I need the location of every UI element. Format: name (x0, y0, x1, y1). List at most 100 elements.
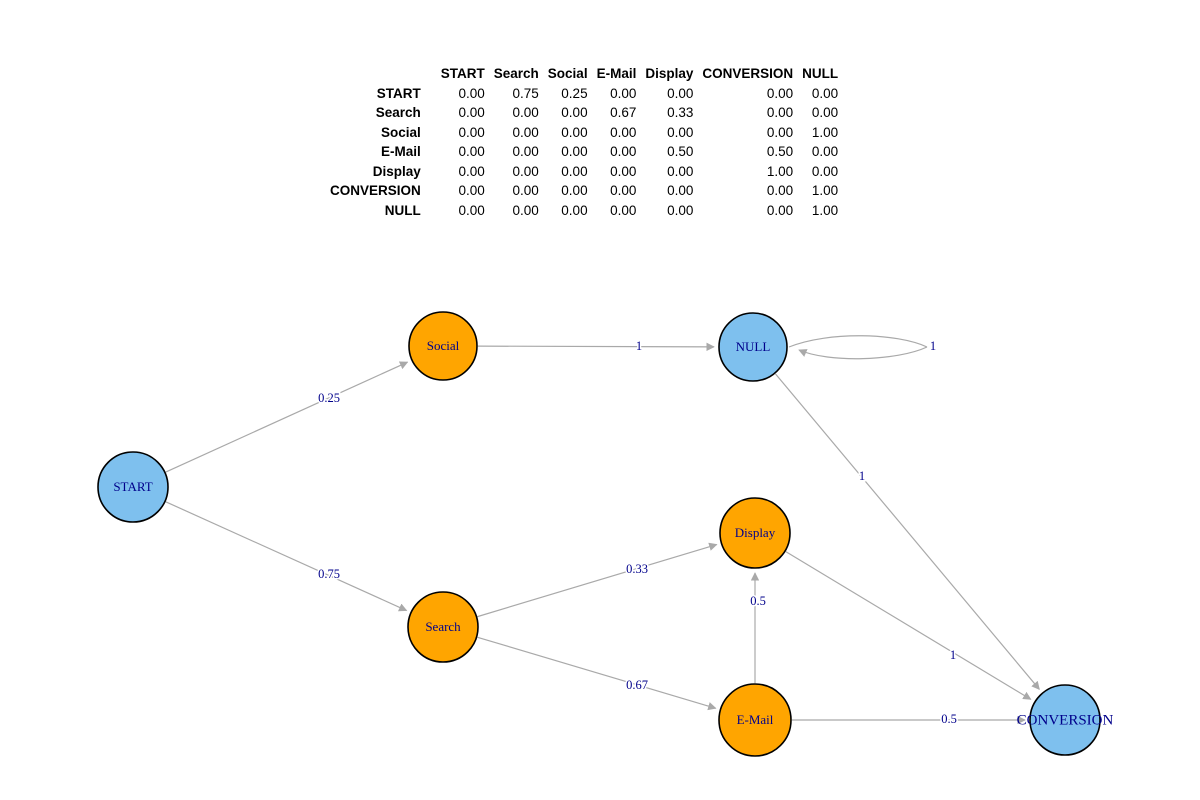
matrix-cell: 0.00 (512, 163, 539, 179)
matrix-row-header-start: START (376, 85, 421, 101)
matrix-row-header-social: Social (380, 124, 421, 140)
matrix-cell: 0.25 (561, 85, 588, 101)
transition-matrix-table: START Search Social E-Mail Display CONVE… (330, 64, 838, 220)
matrix-row-header-display: Display (372, 163, 421, 179)
matrix-row-header-email: E-Mail (381, 144, 421, 159)
graph-edge-weight-label: 0.33 (626, 562, 648, 576)
graph-edge-weight-label: 0.67 (626, 678, 648, 692)
matrix-cell: 0.00 (766, 202, 794, 218)
graph-node-search[interactable]: Search (407, 591, 479, 663)
matrix-cell: 0.00 (766, 105, 794, 120)
graph-edge (477, 542, 718, 618)
graph-node-conversion[interactable]: CONVERSION (1017, 684, 1114, 756)
matrix-cell: 0.00 (561, 124, 588, 140)
graph-edge-weight-label: 1 (930, 339, 936, 353)
matrix-cell: 0.00 (667, 202, 694, 218)
matrix-cell: 0.00 (811, 105, 839, 120)
matrix-col-header-conversion: CONVERSION (702, 66, 794, 81)
matrix-cell: 0.00 (458, 144, 485, 159)
matrix-cell: 0.00 (811, 163, 839, 179)
graph-edge-weight-label: 0.25 (318, 391, 340, 405)
matrix-body: START 0.00 0.75 0.25 0.00 0.00 0.00 0.00… (330, 84, 838, 221)
graph-edge (477, 342, 715, 352)
matrix-cell: 0.00 (458, 163, 485, 179)
matrix-col-header-null: NULL (802, 66, 839, 81)
node-label: Search (425, 619, 461, 634)
matrix-cell: 0.00 (610, 85, 637, 101)
graph-node-display[interactable]: Display (719, 497, 791, 569)
matrix-cell: 0.00 (667, 183, 694, 198)
node-circle[interactable] (718, 683, 792, 757)
matrix-cell: 0.00 (561, 105, 588, 120)
node-circle[interactable] (97, 451, 169, 523)
matrix-cell: 0.67 (610, 105, 637, 120)
graph-node-start[interactable]: START (97, 451, 169, 523)
matrix-col-header-search: Search (493, 66, 539, 81)
matrix-cell: 0.00 (610, 124, 637, 140)
matrix-cell: 0.50 (667, 144, 694, 159)
matrix-cell: 0.00 (667, 163, 694, 179)
matrix-cell: 1.00 (811, 202, 839, 218)
matrix-cell: 1.00 (766, 163, 794, 179)
matrix-row: Display 0.00 0.00 0.00 0.00 0.00 1.00 0.… (330, 162, 838, 182)
matrix-cell: 0.00 (512, 105, 539, 120)
matrix-col-header-start: START (440, 66, 485, 81)
matrix-row: Social 0.00 0.00 0.00 0.00 0.00 0.00 1.0… (330, 123, 838, 143)
matrix-cell: 0.00 (561, 163, 588, 179)
matrix-header-row: START Search Social E-Mail Display CONVE… (330, 64, 838, 84)
matrix-cell: 0.00 (811, 85, 839, 101)
graph-node-social[interactable]: Social (408, 311, 478, 381)
matrix-row: Search 0.00 0.00 0.00 0.67 0.33 0.00 0.0… (330, 103, 838, 123)
matrix-row-header-conversion: CONVERSION (330, 183, 421, 198)
matrix-cell: 0.00 (458, 202, 485, 218)
graph-edges-layer (165, 335, 1040, 725)
matrix-row: NULL 0.00 0.00 0.00 0.00 0.00 0.00 1.00 (330, 201, 838, 221)
graph-node-null[interactable]: NULL (718, 312, 788, 382)
matrix-cell: 0.00 (458, 85, 485, 101)
matrix-cell: 0.00 (610, 183, 637, 198)
matrix-cell: 0.00 (458, 124, 485, 140)
matrix-cell: 0.00 (512, 202, 539, 218)
graph-edge-weight-label: 0.5 (941, 712, 957, 726)
node-circle[interactable] (408, 311, 478, 381)
matrix-row-header-search: Search (375, 105, 421, 120)
matrix-cell: 0.00 (667, 85, 694, 101)
matrix-cell: 0.00 (610, 163, 637, 179)
matrix-cell: 0.33 (667, 105, 694, 120)
matrix-cell: 0.00 (512, 183, 539, 198)
matrix-cell: 0.00 (561, 144, 588, 159)
matrix-row: START 0.00 0.75 0.25 0.00 0.00 0.00 0.00 (330, 84, 838, 104)
matrix-cell: 0.00 (610, 202, 637, 218)
matrix-row-header-null: NULL (384, 202, 421, 218)
node-circle[interactable] (718, 312, 788, 382)
matrix-header-row-group: START Search Social E-Mail Display CONVE… (330, 64, 838, 84)
matrix-cell: 0.00 (667, 124, 694, 140)
transition-matrix: START Search Social E-Mail Display CONVE… (330, 64, 910, 220)
node-label: NULL (736, 339, 771, 354)
matrix-cell: 0.00 (610, 144, 637, 159)
matrix-cell: 0.00 (811, 144, 839, 159)
matrix-cell: 0.00 (512, 124, 539, 140)
graph-edge (165, 501, 408, 612)
matrix-col-header-social: Social (547, 66, 588, 81)
node-circle[interactable] (1029, 684, 1101, 756)
graph-edge-self-loop (798, 346, 928, 360)
graph-edge-weight-label: 1 (950, 648, 956, 662)
matrix-col-header-email: E-Mail (596, 66, 637, 81)
graph-edge (785, 551, 1032, 700)
graph-edge-weight-label: 0.5 (750, 594, 766, 608)
graph-edge (165, 361, 409, 473)
node-circle[interactable] (407, 591, 479, 663)
graph-node-e-mail[interactable]: E-Mail (718, 683, 792, 757)
node-label: CONVERSION (1017, 712, 1114, 728)
matrix-col-header-display: Display (645, 66, 694, 81)
matrix-cell: 0.00 (561, 183, 588, 198)
matrix-row: CONVERSION 0.00 0.00 0.00 0.00 0.00 0.00… (330, 181, 838, 201)
matrix-cell: 0.00 (766, 183, 794, 198)
node-circle[interactable] (719, 497, 791, 569)
matrix-cell: 0.00 (561, 202, 588, 218)
matrix-cell: 0.00 (458, 105, 485, 120)
